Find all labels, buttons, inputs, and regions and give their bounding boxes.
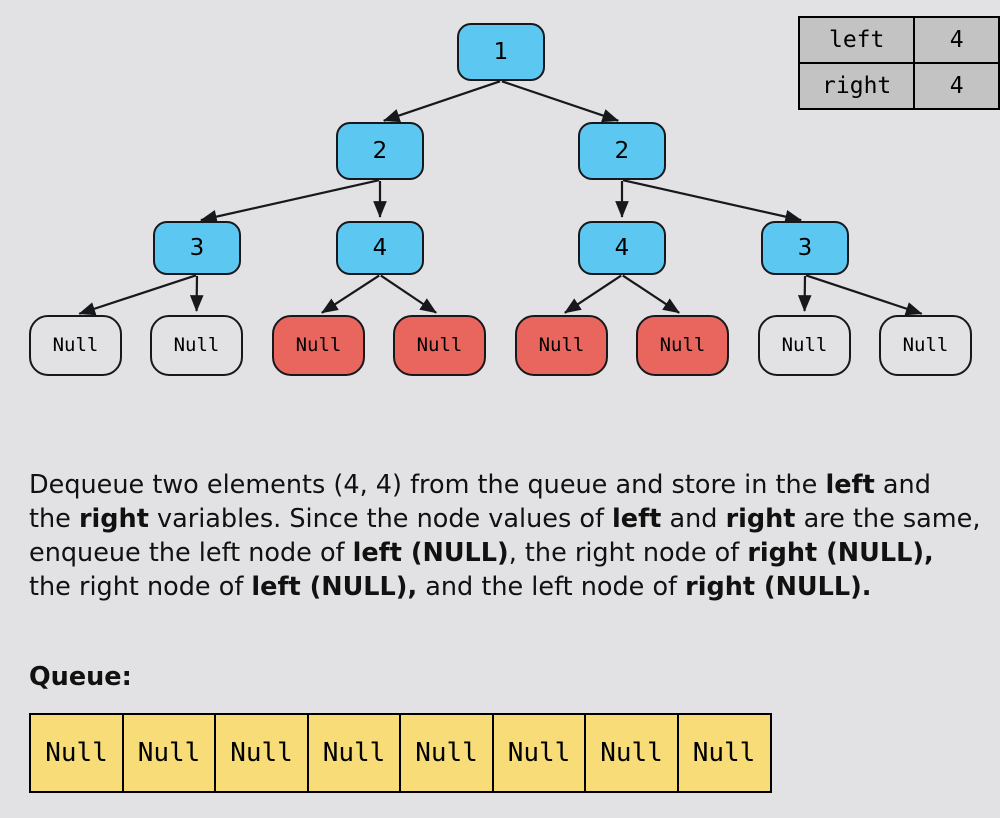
tree-node-l1: Null	[29, 315, 122, 376]
queue-cell-0: Null	[29, 713, 124, 793]
tree-node-label: 3	[797, 234, 813, 261]
queue-cell-7: Null	[676, 713, 772, 793]
tree-node-label: 2	[614, 137, 630, 164]
description-text: the	[29, 504, 79, 534]
tree-node-label: Null	[416, 334, 463, 356]
description-line-3: enqueue the left node of left (NULL), th…	[29, 536, 1000, 570]
tree-node-label: Null	[173, 334, 220, 356]
tree-node-label: 1	[493, 38, 509, 65]
tree-edge-n3b-to-l8	[805, 274, 923, 316]
tree-node-l3: Null	[272, 315, 365, 376]
tree-node-n2a: 2	[336, 122, 424, 180]
queue-cell-1: Null	[121, 713, 217, 793]
tree-node-l2: Null	[150, 315, 243, 376]
description-emphasis: left (NULL),	[251, 572, 418, 602]
variable-name-right: right	[797, 62, 916, 110]
description-emphasis: left	[825, 470, 875, 500]
tree-edge-group	[78, 80, 923, 316]
variable-value-left: 4	[913, 16, 1000, 64]
queue-cell-5: Null	[491, 713, 587, 793]
tree-node-l5: Null	[515, 315, 608, 376]
description-emphasis: right	[78, 504, 149, 534]
description-line-1: Dequeue two elements (4, 4) from the que…	[29, 468, 1000, 502]
description-emphasis: right (NULL),	[747, 538, 934, 568]
description-line-4: the right node of left (NULL), and the l…	[29, 570, 1000, 604]
tree-edge-n1-to-n2b	[501, 80, 620, 123]
tree-edge-n4b-to-l6	[622, 274, 680, 314]
description-emphasis: left (NULL)	[352, 538, 509, 568]
tree-edge-n2a-to-n3a	[200, 179, 380, 224]
tree-node-l7: Null	[758, 315, 851, 376]
description-emphasis: right	[725, 504, 796, 534]
tree-node-label: 2	[372, 137, 388, 164]
description-emphasis: right (NULL).	[685, 572, 872, 602]
tree-node-label: 3	[189, 234, 205, 261]
description-paragraph: Dequeue two elements (4, 4) from the que…	[29, 468, 1000, 604]
description-text: are the same,	[795, 504, 981, 534]
variables-table-body: left 4 right 4	[797, 16, 1000, 110]
queue-cell-6: Null	[584, 713, 679, 793]
description-text: , the right node of	[508, 538, 748, 568]
tree-edge-n1-to-n2a	[382, 80, 501, 123]
queue-title: Queue:	[29, 662, 132, 692]
description-text: and the left node of	[417, 572, 686, 602]
tree-node-n4b: 4	[578, 221, 666, 275]
description-text: the right node of	[29, 572, 252, 602]
tree-node-n3a: 3	[153, 221, 241, 275]
description-line-2: the right variables. Since the node valu…	[29, 502, 1000, 536]
tree-node-n1: 1	[457, 23, 545, 81]
tree-node-label: Null	[295, 334, 342, 356]
queue-cell-3: Null	[306, 713, 402, 793]
variable-value-right: 4	[913, 62, 1000, 110]
tree-edge-n4b-to-l5	[564, 274, 622, 314]
tree-node-label: Null	[52, 334, 99, 356]
tree-node-label: 4	[372, 234, 388, 261]
tree-edge-n3a-to-l1	[78, 274, 197, 316]
tree-node-label: Null	[659, 334, 706, 356]
variables-table: left 4 right 4	[797, 16, 1000, 110]
description-text: enqueue the left node of	[29, 538, 353, 568]
tree-edge-n2b-to-n3b	[622, 179, 802, 224]
tree-node-l8: Null	[879, 315, 972, 376]
tree-node-l6: Null	[636, 315, 729, 376]
description-text: Dequeue two elements (4, 4) from the que…	[29, 470, 826, 500]
variable-name-left: left	[797, 16, 916, 64]
description-emphasis: left	[612, 504, 662, 534]
description-text: and	[874, 470, 931, 500]
tree-node-label: Null	[902, 334, 949, 356]
table-row: right 4	[797, 62, 1000, 110]
tree-node-n3b: 3	[761, 221, 849, 275]
queue-cell-2: Null	[214, 713, 309, 793]
tree-node-n4a: 4	[336, 221, 424, 275]
tree-node-l4: Null	[393, 315, 486, 376]
description-text: variables. Since the node values of	[148, 504, 613, 534]
tree-edge-n4a-to-l4	[380, 274, 437, 314]
tree-node-label: Null	[538, 334, 585, 356]
tree-node-label: 4	[614, 234, 630, 261]
tree-node-label: Null	[781, 334, 828, 356]
queue-cell-4: Null	[399, 713, 494, 793]
tree-node-n2b: 2	[578, 122, 666, 180]
tree-edge-n4a-to-l3	[321, 274, 380, 314]
table-row: left 4	[797, 16, 1000, 64]
description-text: and	[661, 504, 726, 534]
